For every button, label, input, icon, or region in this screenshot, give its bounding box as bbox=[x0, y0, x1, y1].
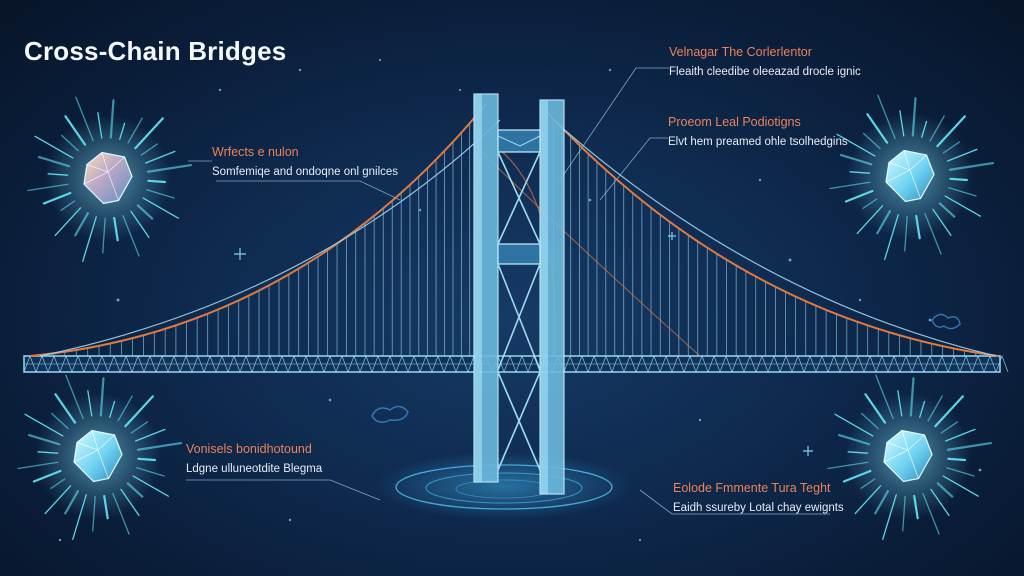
callout-heading: Eolode Fmmente Tura Teght bbox=[673, 481, 831, 495]
callout-text: Elvt hem preamed ohle tsolhedgins bbox=[668, 136, 848, 148]
page-title: Cross-Chain Bridges bbox=[24, 36, 287, 66]
callout-top-right-2: Proeom Leal Podiotigns Elvt hem preamed … bbox=[668, 114, 848, 150]
bridge-deck bbox=[23, 354, 1009, 374]
callout-heading: Wrfects e nulon bbox=[212, 145, 299, 159]
starburst-icon bbox=[827, 374, 993, 540]
starburst-icon bbox=[17, 374, 183, 540]
gem-icon bbox=[829, 94, 995, 260]
starburst-icon bbox=[829, 94, 995, 260]
callout-bottom-right: Eolode Fmmente Tura Teght Eaidh ssureby … bbox=[673, 480, 844, 516]
starburst-icon bbox=[27, 96, 193, 262]
gem-icon bbox=[827, 374, 993, 540]
callout-text: Somfemiqe and ondoqne onl gnilces bbox=[212, 166, 399, 178]
callout-top-left: Wrfects e nulon Somfemiqe and ondoqne on… bbox=[212, 144, 398, 180]
callout-top-right-1: Velnagar The Corlerlentor Fleaith cleedi… bbox=[669, 44, 861, 80]
gem-icon bbox=[27, 96, 193, 262]
callout-text: Ldgne ulluneotdite Blegma bbox=[186, 463, 323, 475]
gem-icon bbox=[17, 374, 183, 540]
callout-heading: Proeom Leal Podiotigns bbox=[668, 115, 801, 129]
callout-text: Eaidh ssureby Lotal chay ewignts bbox=[673, 502, 844, 514]
bridge-tower bbox=[473, 93, 565, 495]
sparkle-icon bbox=[58, 58, 982, 542]
sparkle-icon bbox=[234, 232, 813, 456]
callout-heading: Velnagar The Corlerlentor bbox=[669, 45, 812, 59]
callout-heading: Vonisels bonidhotound bbox=[186, 442, 312, 456]
callout-bottom-left: Vonisels bonidhotound Ldgne ulluneotdite… bbox=[186, 441, 322, 477]
callout-text: Fleaith cleedibe oleeazad drocle ignic bbox=[669, 66, 861, 78]
